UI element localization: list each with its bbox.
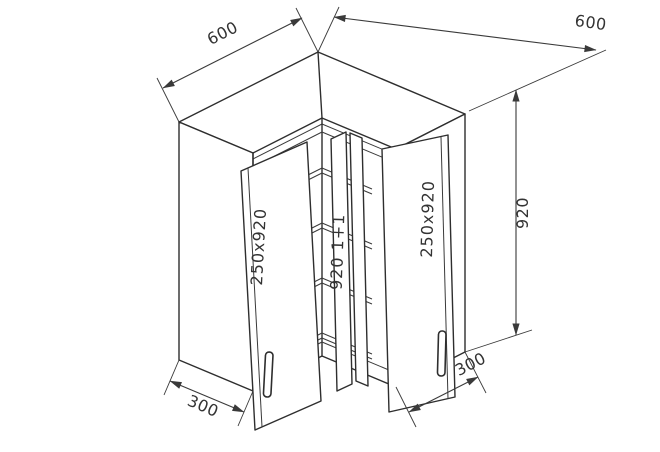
corner-post-right-strip <box>349 132 369 387</box>
extension-line <box>468 49 607 112</box>
left-door-thickness-edge <box>247 167 263 428</box>
extension-line <box>163 359 180 396</box>
left-end-panel <box>178 121 254 392</box>
extension-line <box>237 390 254 427</box>
extension-line <box>464 351 487 394</box>
dim-label-height: 920 <box>513 197 532 229</box>
extension-line <box>395 386 417 428</box>
dimension-height: 920 <box>464 89 533 353</box>
dimension-line-depth-right <box>408 376 479 413</box>
left-door-label: 250x920 <box>247 207 270 285</box>
right-door-thickness-edge <box>440 136 449 400</box>
center-corner-post: 920 1+1 <box>327 131 369 392</box>
left-door: 250x920 <box>240 141 322 431</box>
dim-label-width-right: 600 <box>574 11 608 34</box>
center-post-label: 920 1+1 <box>327 213 349 290</box>
top-joint-line <box>317 51 323 119</box>
corner-post-left-strip <box>330 131 353 392</box>
extension-line <box>317 6 340 53</box>
extension-line <box>156 77 180 123</box>
dimension-depth-left: 300 <box>163 359 254 427</box>
dim-label-depth-left: 300 <box>185 391 222 421</box>
right-door-handle <box>436 330 447 377</box>
right-door: 250x920 <box>381 134 456 413</box>
right-door-label: 250x920 <box>417 180 438 258</box>
left-door-handle <box>262 351 274 398</box>
dimension-line-width-left <box>162 17 303 89</box>
dimension-line-width-right <box>333 14 597 53</box>
dim-label-width-left: 600 <box>204 17 241 48</box>
left-door-panel <box>240 141 322 431</box>
extension-line <box>464 329 533 353</box>
dimension-line-depth-left <box>169 380 245 413</box>
extension-line <box>295 7 319 53</box>
dimension-width-right: 600 <box>317 6 608 112</box>
